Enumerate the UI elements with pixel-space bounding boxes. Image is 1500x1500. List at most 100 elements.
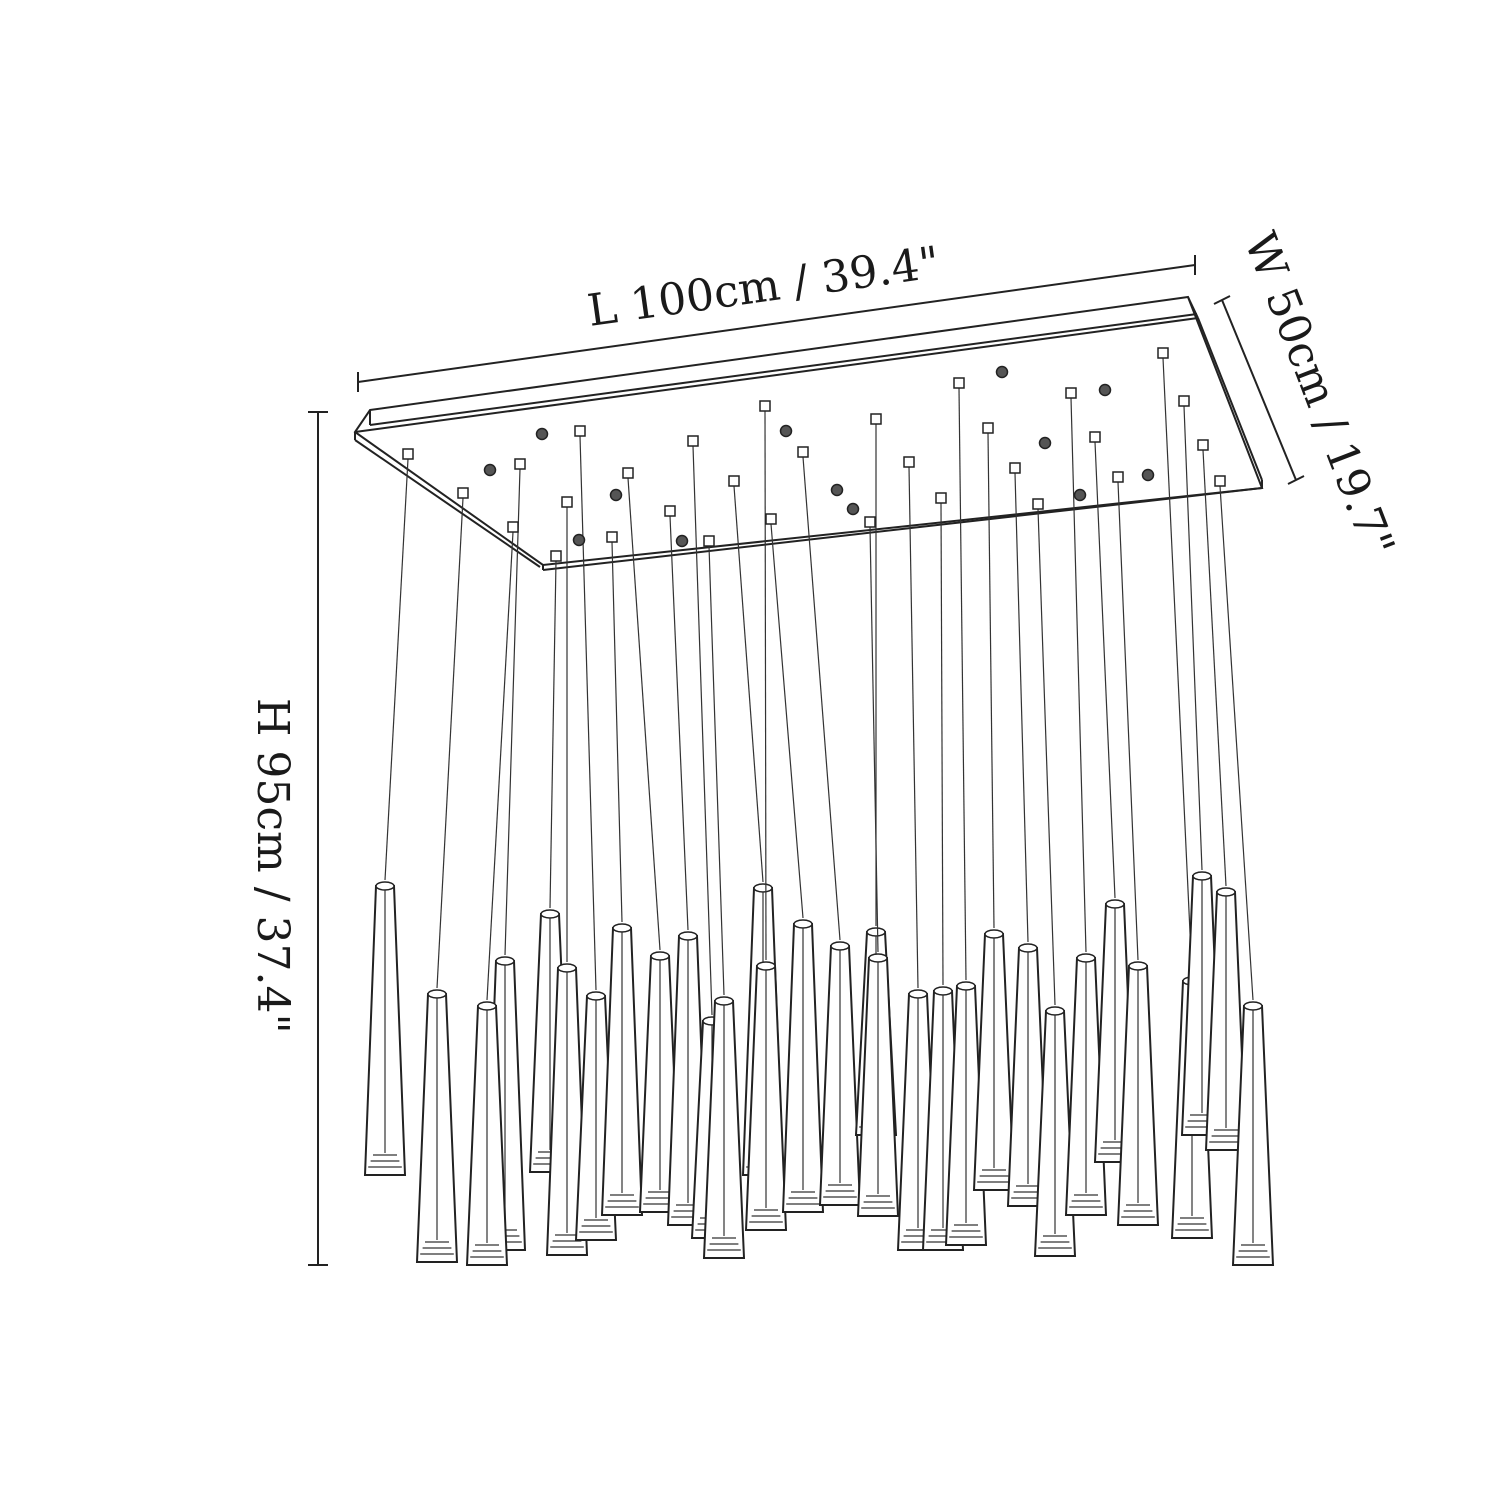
pendant-lights [363,357,1275,1266]
pendant-top-cap [756,961,776,971]
fixing-point [1073,488,1087,502]
suspension-cable [708,545,725,996]
fixing-point [779,424,793,438]
cable-anchor [728,475,740,487]
cable-anchor [759,400,771,412]
suspension-cable [692,445,713,1016]
suspension-cable [908,466,919,989]
cable-anchor [561,496,573,508]
cable-anchor [457,487,469,499]
width-label: W 50cm / 19.7" [1234,226,1404,564]
cable-anchor [606,531,618,543]
length-label: L 100cm / 39.4" [584,237,942,337]
pendant-top-cap [866,927,886,937]
cable-anchor [982,422,994,434]
cable-anchor [1214,475,1226,487]
fixing-point [830,483,844,497]
cable-anchor [664,505,676,517]
suspension-cable [869,526,879,953]
suspension-cable [1202,449,1227,887]
cable-anchor [1032,498,1044,510]
pendant-light [856,526,900,1217]
suspension-cable [436,497,464,989]
pendant-top-cap [612,923,632,933]
suspension-cable [504,468,521,956]
pendant-top-cap [477,1001,497,1011]
pendant-top-cap [830,941,850,951]
suspension-cable [1037,508,1056,1006]
fixing-point [1098,383,1112,397]
suspension-cable [940,502,944,986]
fixing-point [1038,436,1052,450]
pendant-top-cap [868,953,888,963]
cable-anchor [1178,395,1190,407]
pendant-top-cap [650,951,670,961]
cable-anchor [507,521,519,533]
pendant-top-cap [557,963,577,973]
pendant-top-cap [984,929,1004,939]
height-label: H 95cm / 37.4" [247,698,298,1034]
pendant-light [1033,508,1077,1257]
cable-anchor [574,425,586,437]
pendant-top-cap [678,931,698,941]
fixing-point [609,488,623,502]
fixing-point [572,533,586,547]
cable-anchor [1089,431,1101,443]
fixing-point [846,502,860,516]
pendant-top-cap [495,956,515,966]
fixing-point [995,365,1009,379]
suspension-cable [1183,405,1203,871]
fixing-point [675,534,689,548]
pendant-light [770,523,825,1213]
cable-anchor [935,492,947,504]
pendant-top-cap [1018,943,1038,953]
suspension-cable [1014,472,1029,943]
pendant-light [415,497,464,1263]
cable-anchor [765,513,777,525]
pendant-top-cap [1045,1006,1065,1016]
suspension-cable [770,523,804,919]
cable-anchor [864,516,876,528]
cable-anchor [1009,462,1021,474]
cable-anchor [953,377,965,389]
fixing-point [1141,468,1155,482]
cable-anchor [1157,347,1169,359]
pendant-top-cap [1192,871,1212,881]
pendant-light [1116,481,1160,1226]
mounting-points [402,347,1226,562]
length-dimension: L 100cm / 39.4" [357,237,1196,392]
cable-anchor [622,467,634,479]
suspension-cable [1219,485,1254,1001]
pendant-light [802,456,862,1206]
cable-anchor [514,458,526,470]
canopy-plate [353,295,1264,571]
pendant-top-cap [714,996,734,1006]
suspension-cable [549,560,557,909]
pendant-top-cap [933,986,953,996]
pendant-light [545,507,589,1256]
suspension-cable [802,456,841,941]
suspension-cable [669,515,689,931]
cable-anchor [550,550,562,562]
cable-anchor [687,435,699,447]
cable-anchor [903,456,915,468]
pendant-top-cap [375,881,395,891]
pendant-top-cap [1243,1001,1263,1011]
suspension-cable [1117,481,1139,961]
width-dimension: W 50cm / 19.7" [1213,226,1404,564]
fixing-point [535,427,549,441]
cable-anchor [797,446,809,458]
cable-anchor [1197,439,1209,451]
suspension-cable [384,458,409,881]
pendant-top-cap [908,989,928,999]
pendant-light [1202,449,1248,1151]
pendant-light [465,531,514,1266]
suspension-cable [958,387,967,981]
cable-anchor [870,413,882,425]
pendant-top-cap [753,883,773,893]
fixing-point [483,463,497,477]
pendant-light [972,432,1016,1191]
suspension-cable [486,531,514,1001]
pendant-light [1219,485,1275,1266]
